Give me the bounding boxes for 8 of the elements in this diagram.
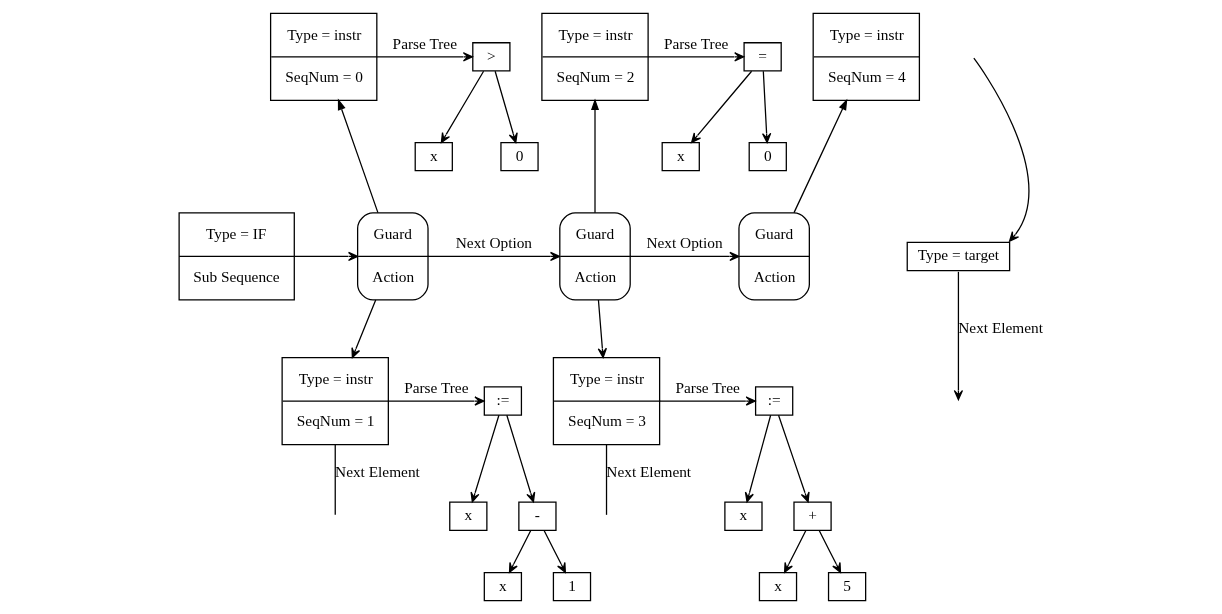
edge-label: Next Option [455, 234, 533, 252]
edge-label: Parse Tree [392, 34, 457, 52]
edge-label: Next Option [646, 234, 723, 252]
edge-label: Next Element [958, 318, 1044, 336]
edge-label: Parse Tree [675, 378, 740, 396]
edge-label: Parse Tree [404, 378, 469, 396]
edge-label: Parse Tree [663, 34, 729, 52]
edge-label: Next Element [606, 463, 692, 481]
